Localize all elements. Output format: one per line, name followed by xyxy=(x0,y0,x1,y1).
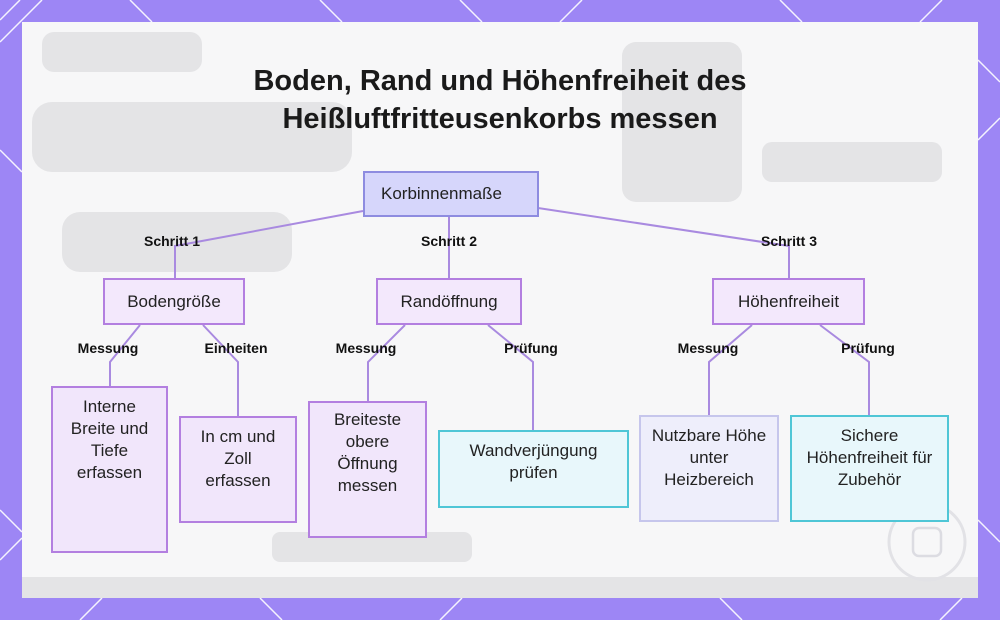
step-node-bodengroesse: Bodengröße xyxy=(103,278,245,325)
edge-label-leaf4: Prüfung xyxy=(504,340,558,356)
link-step1-leaf2 xyxy=(202,324,239,416)
step-node-randoeffnung: Randöffnung xyxy=(376,278,522,325)
edge-label-leaf5: Messung xyxy=(677,340,739,356)
leaf-node-interne-breite: Interne Breite und Tiefe erfassen xyxy=(51,386,168,553)
edge-label-step2: Schritt 2 xyxy=(420,233,478,249)
root-node: Korbinnenmaße xyxy=(363,171,539,217)
edge-label-step1: Schritt 1 xyxy=(143,233,201,249)
leaf-node-wandverjuengung: Wandverjüngung prüfen xyxy=(438,430,629,508)
link-step1-leaf1 xyxy=(109,324,141,386)
leaf-node-nutzbare-hoehe: Nutzbare Höhe unter Heizbereich xyxy=(639,415,779,522)
edge-label-leaf3: Messung xyxy=(335,340,397,356)
link-root-step1 xyxy=(174,210,364,278)
edge-label-step3: Schritt 3 xyxy=(760,233,818,249)
title-line-1: Boden, Rand und Höhenfreiheit des xyxy=(253,65,747,97)
step-node-hoehenfreiheit: Höhenfreiheit xyxy=(712,278,865,325)
diagram-title: Boden, Rand und Höhenfreiheit des Heißlu… xyxy=(0,62,1000,138)
link-step2-leaf4 xyxy=(487,324,534,430)
leaf-node-cm-zoll: In cm und Zoll erfassen xyxy=(179,416,297,523)
leaf-node-sichere-hoehenfreiheit: Sichere Höhenfreiheit für Zubehör xyxy=(790,415,949,522)
link-step2-leaf3 xyxy=(367,324,406,401)
edge-label-leaf1: Messung xyxy=(77,340,139,356)
edge-label-leaf6: Prüfung xyxy=(841,340,895,356)
title-line-2: Heißluftfritteusenkorbs messen xyxy=(282,103,718,135)
link-step3-leaf6 xyxy=(819,324,870,415)
link-step3-leaf5 xyxy=(708,324,753,415)
link-root-step3 xyxy=(537,207,790,278)
edge-label-leaf2: Einheiten xyxy=(204,340,268,356)
blurred-background xyxy=(22,32,978,598)
leaf-node-breiteste-oeffnung: Breiteste obere Öffnung messen xyxy=(308,401,427,538)
